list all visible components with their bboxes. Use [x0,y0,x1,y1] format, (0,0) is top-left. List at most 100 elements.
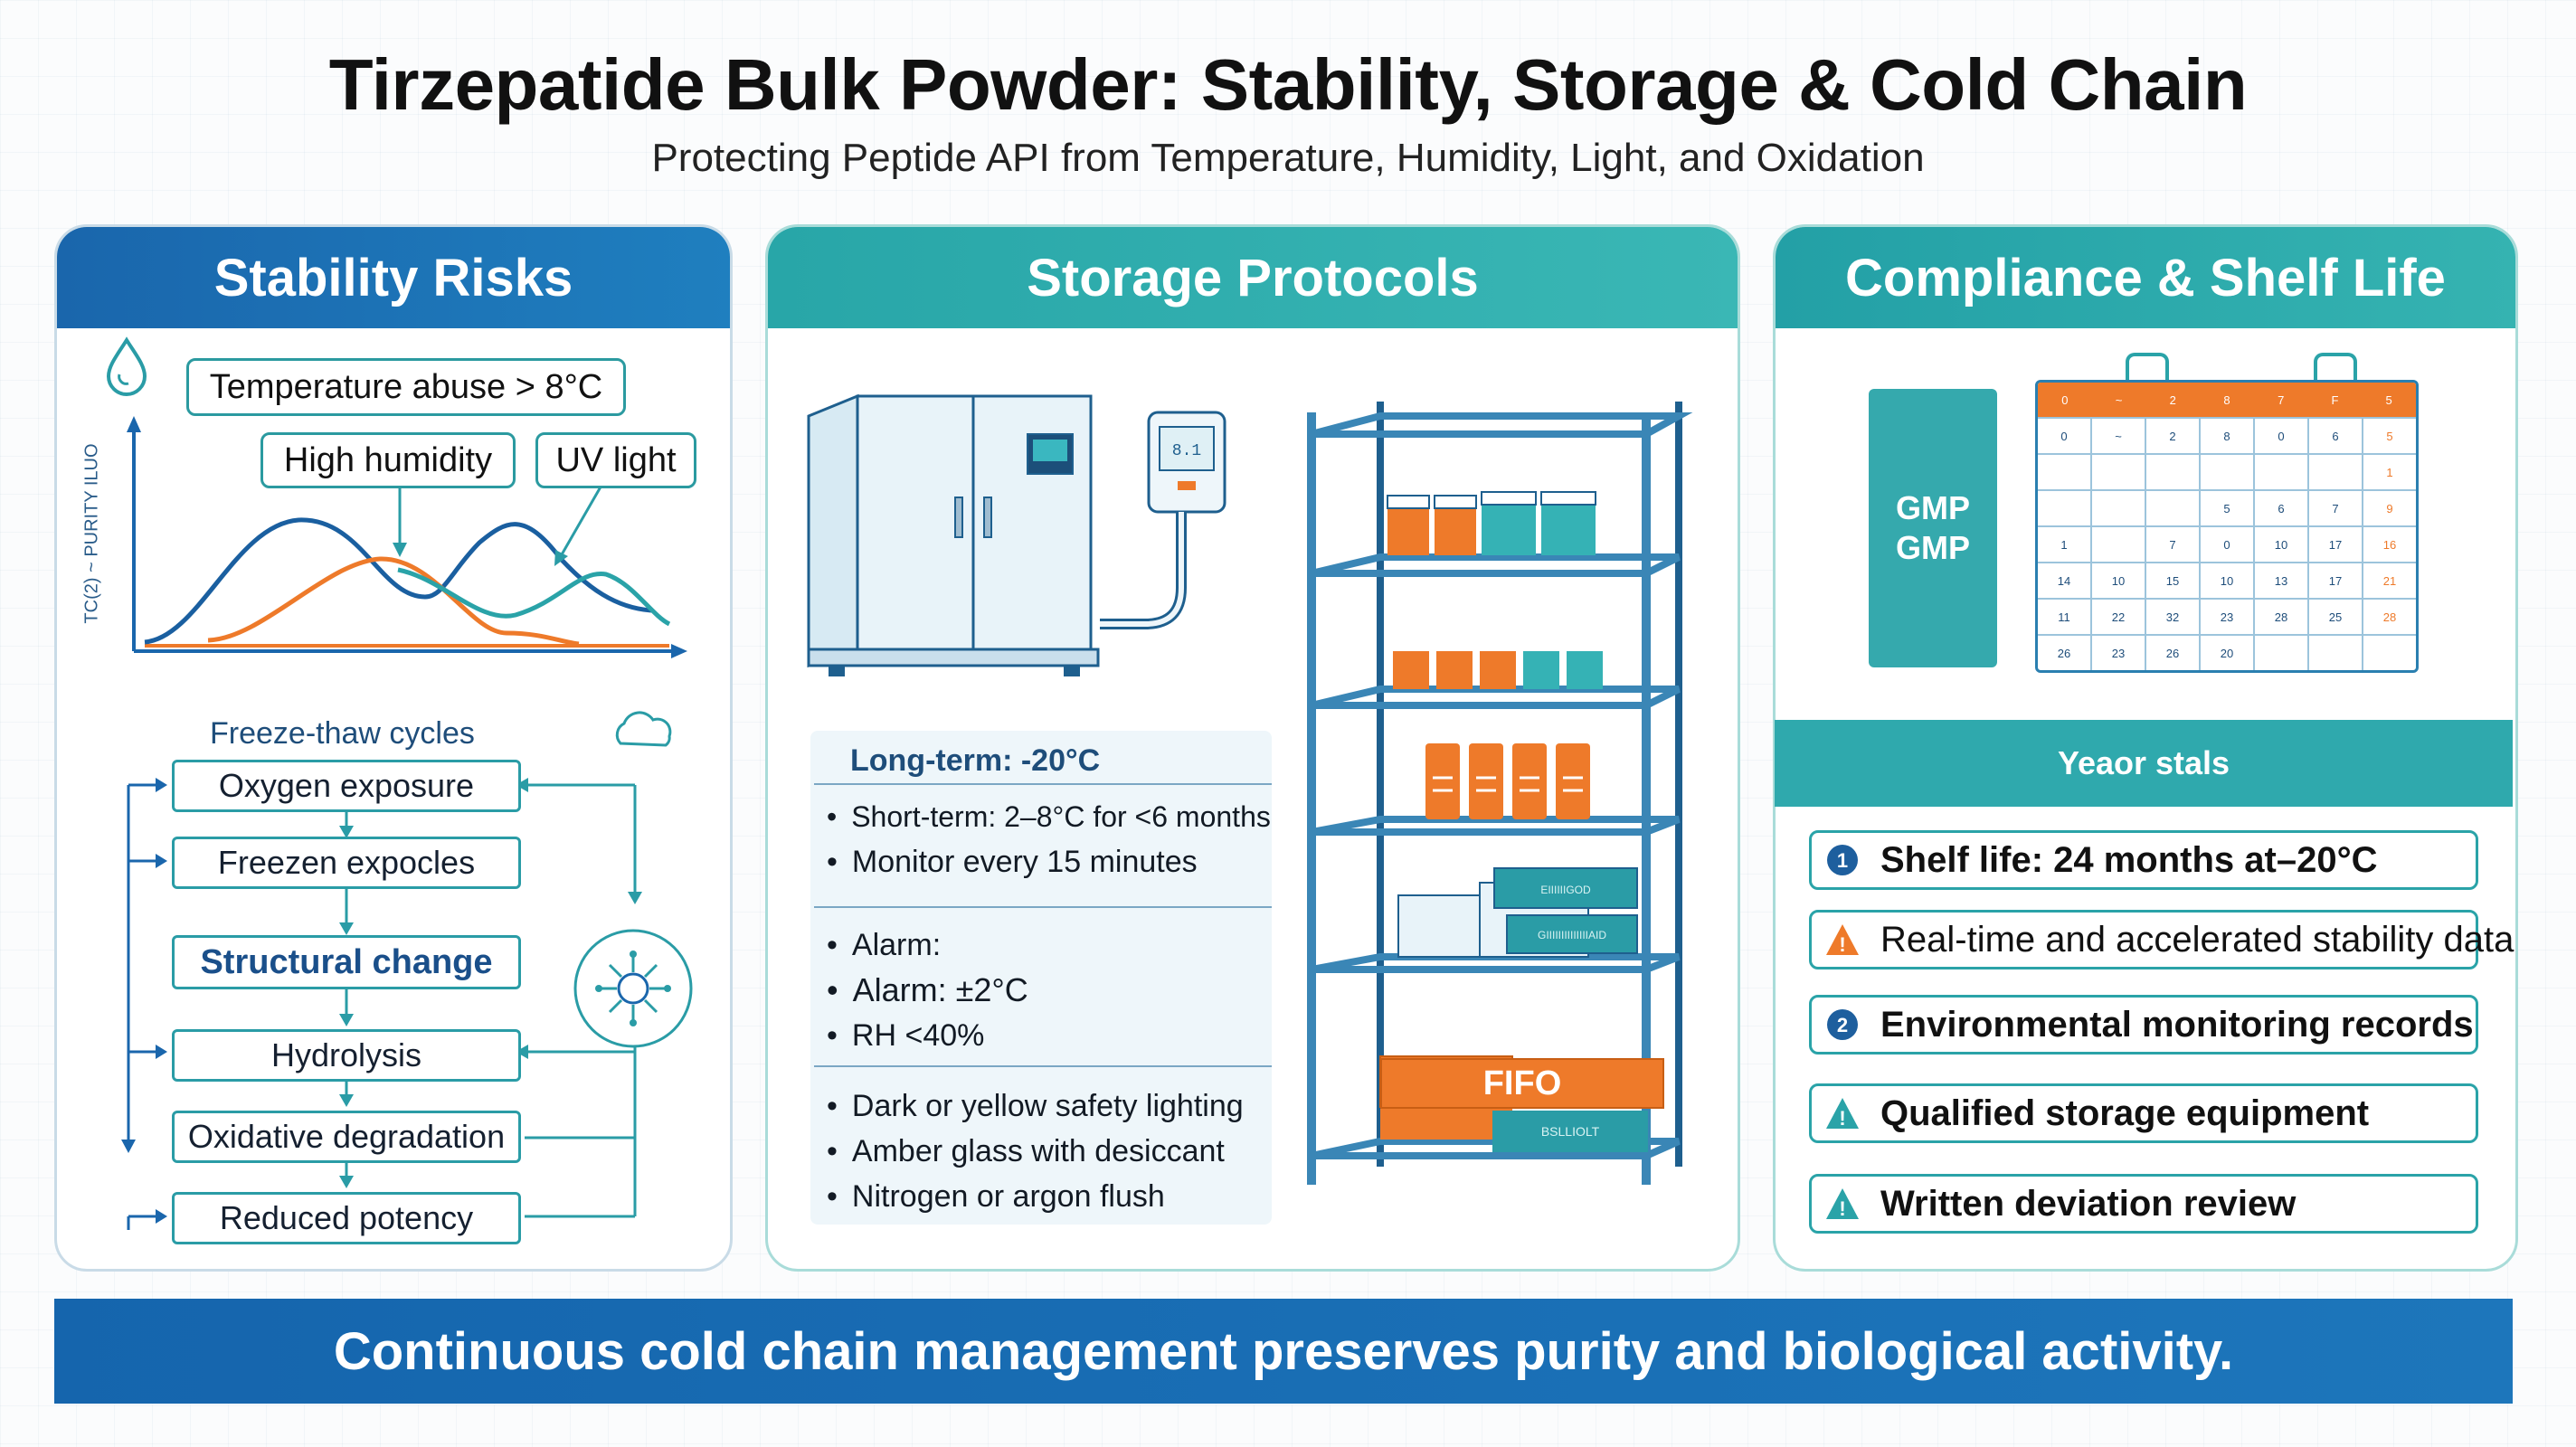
list-item: Dark or yellow safety lighting [827,1083,1244,1129]
flow-oxygen-exposure: Oxygen exposure [172,760,521,812]
flow-hydrolysis: Hydrolysis [172,1029,521,1082]
calendar-cell: 9 [2362,491,2416,525]
list-item: Short-term: 2–8°C for <6 months [827,794,1271,839]
flow-freezen-expocles: Freezen expocles [172,837,521,889]
calendar-cell [2253,636,2307,670]
calendar-cell [2199,455,2253,489]
calendar-day-header: ~ [2115,392,2123,407]
flow-reduced-potency: Reduced potency [172,1192,521,1244]
calendar-cell: 23 [2199,600,2253,634]
list-item: Alarm: ±2°C [827,968,1028,1013]
calendar-cell: 5 [2199,491,2253,525]
calendar-day-header: F [2331,392,2339,407]
calendar-cell: 17 [2307,563,2362,598]
shelf-containers-middle [1393,651,1603,689]
calendar-cell: 10 [2090,563,2145,598]
longterm-label: Long-term: -20°C [850,743,1101,778]
list-item: Monitor every 15 minutes [827,839,1271,884]
calendar-cell: 15 [2145,563,2199,598]
calendar-cell: 11 [2058,610,2070,624]
calendar-cell [2038,455,2090,489]
compliance-item-deviation: ! Written deviation review [1809,1174,2478,1234]
calendar-cell [2307,455,2362,489]
calendar-cell: 7 [2307,491,2362,525]
molecule-icon [573,929,693,1048]
y-axis-label-box: TC(2) ~ PURITY ILUO [65,425,119,642]
calendar-day-header: 0 [2061,392,2069,407]
warning-icon: ! [1824,1186,1861,1222]
storage-graphics: 8.1 [807,393,1693,1185]
calendar-cell: 32 [2145,600,2199,634]
gmp-label: GMP [1895,529,1970,566]
temperature-monitor-icon: 8.1 [1100,411,1226,629]
number-2-icon: 2 [1824,1007,1861,1043]
svg-text:1: 1 [1837,849,1848,872]
calendar-day-header: 5 [2385,392,2392,407]
compliance-item-text: Qualified storage equipment [1880,1092,2370,1133]
list-item: Amber glass with desiccant [827,1129,1244,1174]
page-subtitle: Protecting Peptide API from Temperature,… [651,136,1925,180]
calendar-cell: 13 [2253,563,2307,598]
calendar-cell: 6 [2307,419,2362,453]
calendar-day-header: 8 [2223,392,2230,407]
calendar-cell: 28 [2362,600,2416,634]
flow-oxidative-degradation: Oxidative degradation [172,1111,521,1163]
compliance-item-stability-data: ! Real-time and accelerated stability da… [1809,910,2514,969]
calendar-cell: 6 [2253,491,2307,525]
high-humidity-tag: High humidity [260,432,516,488]
compliance-heading: Compliance & Shelf Life [1776,227,2515,328]
svg-text:!: ! [1839,1197,1845,1220]
gmp-label: GMP [1895,489,1970,526]
shelf-boxes: EIIIIIIGOD GIIIIIIIIIIIIIIAID [1397,867,1638,958]
storage-list-3: Dark or yellow safety lighting Amber gla… [827,1083,1244,1219]
calendar-cell: 0 [2060,429,2068,443]
divider [814,1065,1272,1067]
calendar-cell [2362,636,2416,670]
calendar-cell: 2 [2145,419,2199,453]
compliance-item-equipment: ! Qualified storage equipment [1809,1083,2478,1143]
svg-text:2: 2 [1837,1014,1848,1036]
calendar-cell: 20 [2199,636,2253,670]
calendar-cell: 1 [2060,537,2068,552]
storage-shelf-icon [1307,402,1693,1185]
box-label-1: EIIIIIIGOD [1540,884,1591,896]
calendar-cell: 26 [2145,636,2199,670]
list-item: Nitrogen or argon flush [827,1174,1244,1219]
divider [814,783,1272,785]
flow-structural-change: Structural change [172,935,521,989]
calendar-cell: 10 [2253,527,2307,562]
calendar-cell: 25 [2307,600,2362,634]
compliance-item-text: Real-time and accelerated stability data [1880,919,2514,960]
warning-icon: ! [1824,1095,1861,1131]
calendar-cell [2090,455,2145,489]
meter-readout: 8.1 [1172,442,1201,460]
calendar-cell [2145,491,2199,525]
calendar-cell: 21 [2362,563,2416,598]
storage-list-1: Short-term: 2–8°C for <6 months Monitor … [827,794,1271,884]
calendar-cell: 0 [2199,527,2253,562]
calendar-cell [2253,455,2307,489]
divider [814,906,1272,908]
freezer-icon [807,393,1100,676]
svg-text:!: ! [1839,1107,1845,1130]
compliance-item-monitoring: 2 Environmental monitoring records [1809,995,2478,1055]
calendar-cell: 26 [2057,646,2071,660]
cloud-icon [615,711,672,747]
compliance-section-label: Yeaor stals [1775,720,2513,807]
calendar-cell: 1 [2362,455,2416,489]
calendar-cell [2090,527,2145,562]
page-title: Tirzepatide Bulk Powder: Stability, Stor… [328,44,2248,125]
uv-light-tag: UV light [535,432,696,488]
compliance-item-shelf-life: 1 Shelf life: 24 months at–20°C [1809,830,2478,890]
calendar-day-header: 2 [2169,392,2176,407]
shelf-containers-top [1387,491,1596,555]
calendar-cell: 23 [2090,636,2145,670]
freeze-thaw-label: Freeze-thaw cycles [210,716,475,751]
